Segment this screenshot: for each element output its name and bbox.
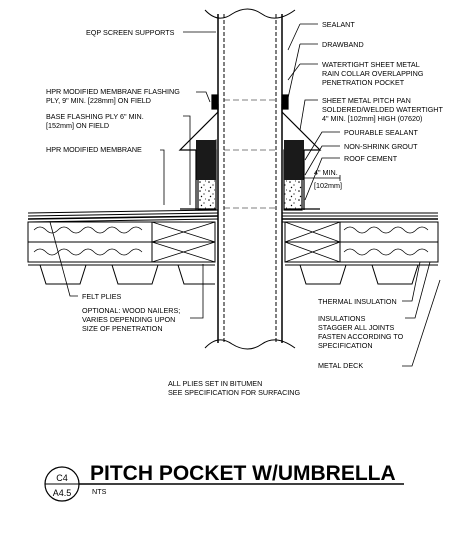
label-felt-plies: FELT PLIES: [82, 292, 121, 301]
sheet-id: A4.5: [53, 488, 72, 498]
insulation-hatch-left: [33, 226, 143, 256]
label-roof-cement: ROOF CEMENT: [344, 154, 398, 163]
label-pourable-sealant: POURABLE SEALANT: [344, 128, 419, 137]
label-pitch-pan-2: SOLDERED/WELDED WATERTIGHT: [322, 105, 443, 114]
label-eqp-screen-supports: EQP SCREEN SUPPORTS: [86, 28, 175, 37]
detail-title: PITCH POCKET W/UMBRELLA: [90, 462, 396, 485]
detail-scale: NTS: [92, 487, 107, 496]
label-hpr-membrane: HPR MODIFIED MEMBRANE: [46, 145, 142, 154]
roof-assembly-left: [27, 209, 219, 285]
roof-assembly-right: [282, 212, 439, 285]
callout-labels: EQP SCREEN SUPPORTS SEALANT DRAWBAND WAT…: [46, 20, 443, 397]
label-insul-2: STAGGER ALL JOINTS: [318, 323, 394, 332]
label-nailers-2: VARIES DEPENDING UPON: [82, 315, 175, 324]
detail-id: C4: [56, 473, 68, 483]
label-base-flash-1: BASE FLASHING PLY 6" MIN.: [46, 112, 144, 121]
label-hpr-flash-2: PLY, 9" MIN. [228mm] ON FIELD: [46, 96, 151, 105]
label-insul-4: SPECIFICATION: [318, 341, 373, 350]
label-pitch-pan-3: 4" MIN. [102mm] HIGH (07620): [322, 114, 422, 123]
label-insul-1: INSULATIONS: [318, 314, 366, 323]
title-block: C4 A4.5 PITCH POCKET W/UMBRELLA NTS: [44, 462, 404, 502]
label-non-shrink-grout: NON-SHRINK GROUT: [344, 142, 418, 151]
label-drawband: DRAWBAND: [322, 40, 364, 49]
label-dim-4-min: 4" MIN.: [314, 168, 338, 177]
general-note-1: ALL PLIES SET IN BITUMEN: [168, 379, 262, 388]
label-metal-deck: METAL DECK: [318, 361, 363, 370]
label-pitch-pan-1: SHEET METAL PITCH PAN: [322, 96, 411, 105]
label-sealant: SEALANT: [322, 20, 355, 29]
label-thermal-insulation: THERMAL INSULATION: [318, 297, 397, 306]
label-rain-collar-1: WATERTIGHT SHEET METAL: [322, 60, 420, 69]
leader-lines: [49, 23, 441, 367]
general-note-2: SEE SPECIFICATION FOR SURFACING: [168, 388, 300, 397]
insulation-hatch-right: [343, 226, 429, 256]
label-nailers-1: OPTIONAL: WOOD NAILERS;: [82, 306, 180, 315]
label-dim-102mm: [102mm]: [314, 181, 342, 190]
label-base-flash-2: [152mm] ON FIELD: [46, 121, 109, 130]
pipe-penetration: [204, 8, 296, 350]
pitch-pan: [180, 139, 320, 211]
label-insul-3: FASTEN ACCORDING TO: [318, 332, 404, 341]
label-nailers-3: SIZE OF PENETRATION: [82, 324, 163, 333]
label-hpr-flash-1: HPR MODIFIED MEMBRANE FLASHING: [46, 87, 180, 96]
label-rain-collar-3: PENETRATION POCKET: [322, 78, 405, 87]
label-rain-collar-2: RAIN COLLAR OVERLAPPING: [322, 69, 424, 78]
